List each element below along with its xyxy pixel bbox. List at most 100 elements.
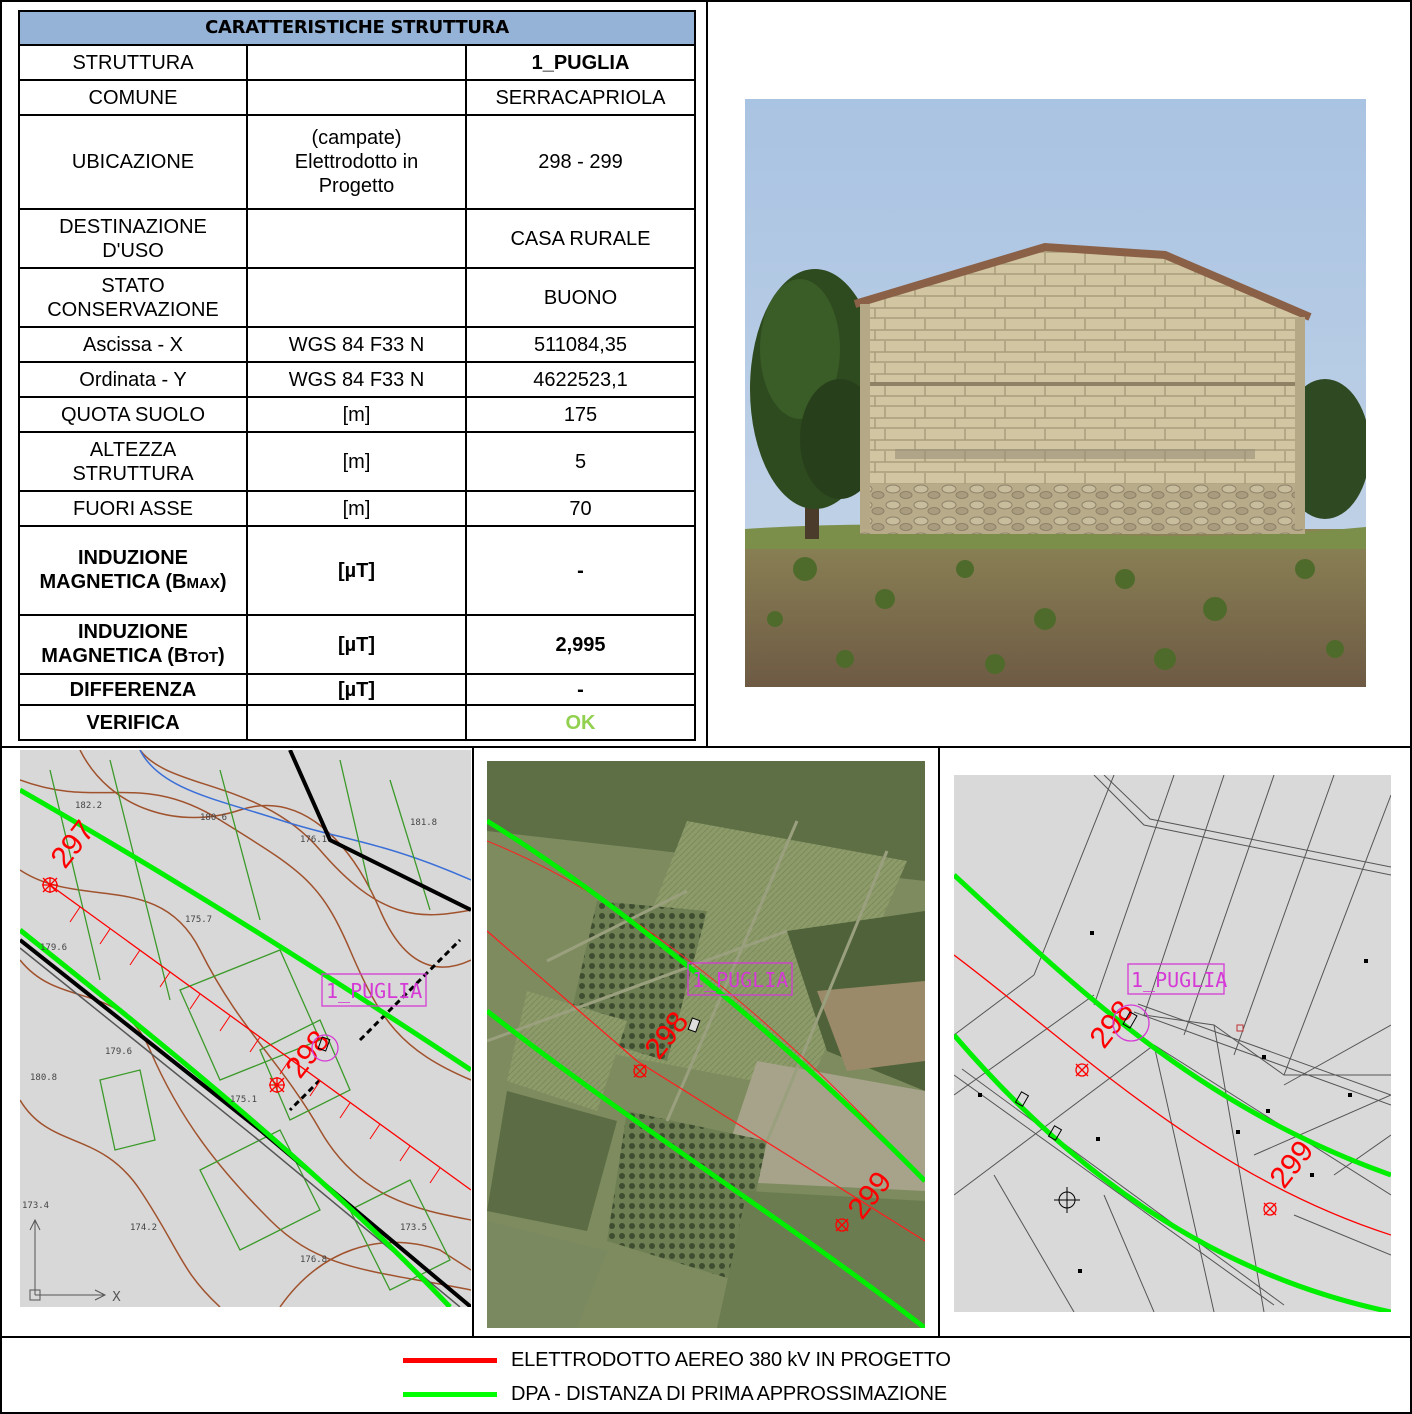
- parcel-boundaries: [954, 775, 1391, 1312]
- table-row: QUOTA SUOLO [m] 175: [18, 396, 696, 433]
- legend-swatch-green: [403, 1391, 497, 1397]
- structure-characteristics-table: CARATTERISTICHE STRUTTURA STRUTTURA 1_PU…: [18, 10, 696, 741]
- legend-swatch-red: [403, 1357, 497, 1363]
- row-unit: (campate) Elettrodotto in Progetto: [246, 114, 467, 210]
- tower-label-297: 297: [45, 815, 102, 875]
- row-unit: [246, 208, 467, 269]
- structure-label: 1_PUGLIA: [1131, 968, 1227, 992]
- aerial-map: 298 299 1_PUGLIA: [487, 761, 925, 1328]
- contour-value: 173.4: [22, 1201, 49, 1211]
- row-unit: [246, 704, 467, 741]
- power-line: [954, 954, 1391, 1236]
- cadastral-map: 298 299 1_PUGLIA: [954, 775, 1391, 1312]
- row-value: -: [465, 673, 696, 706]
- contour-value: 179.6: [105, 1047, 132, 1057]
- structure-photo: [745, 99, 1366, 687]
- power-line: [49, 884, 471, 1191]
- row-label: COMUNE: [18, 79, 248, 116]
- table-row: FUORI ASSE [m] 70: [18, 490, 696, 527]
- legend-panel: [0, 1336, 1412, 1414]
- dpa-line: [20, 787, 471, 1073]
- contour-value: 180.6: [200, 813, 227, 823]
- contour-value: 174.2: [130, 1223, 157, 1233]
- row-unit: [µT]: [246, 673, 467, 706]
- table-row: VERIFICA OK: [18, 704, 696, 741]
- structure-label: 1_PUGLIA: [326, 979, 422, 1003]
- row-value: 5: [465, 431, 696, 492]
- road: [288, 750, 471, 912]
- row-value: 175: [465, 396, 696, 433]
- row-label: INDUZIONE MAGNETICA (BMAX): [18, 525, 248, 616]
- rural-house: [853, 242, 1312, 534]
- row-label-subscript: TOT: [188, 648, 219, 666]
- row-value: 511084,35: [465, 326, 696, 363]
- row-value: 1_PUGLIA: [465, 44, 696, 81]
- axis-icon: [29, 1218, 107, 1301]
- row-label-end: ): [218, 644, 225, 667]
- table-row: DIFFERENZA [µT] -: [18, 673, 696, 706]
- table-row: STRUTTURA 1_PUGLIA: [18, 44, 696, 81]
- row-value: 70: [465, 490, 696, 527]
- contour-value: 176.1: [300, 835, 327, 845]
- row-unit: [246, 44, 467, 81]
- row-label: Ascissa - X: [18, 326, 248, 363]
- row-label: INDUZIONE MAGNETICA (BTOT): [18, 614, 248, 675]
- dpa-line: [954, 873, 1391, 1178]
- table-header-row: CARATTERISTICHE STRUTTURA: [18, 10, 696, 46]
- row-label-main: INDUZIONE MAGNETICA (B: [39, 546, 188, 593]
- row-label-subscript: MAX: [186, 574, 220, 592]
- table-row: DESTINAZIONE D'USO CASA RURALE: [18, 208, 696, 269]
- legend-item-dpa: DPA - DISTANZA DI PRIMA APPROSSIMAZIONE: [403, 1382, 947, 1406]
- verification-status: OK: [465, 704, 696, 741]
- row-label: UBICAZIONE: [18, 114, 248, 210]
- table-row: ALTEZZA STRUTTURA [m] 5: [18, 431, 696, 492]
- row-value: -: [465, 525, 696, 616]
- row-label: FUORI ASSE: [18, 490, 248, 527]
- row-label-main: INDUZIONE MAGNETICA (B: [41, 620, 189, 667]
- row-unit: [µT]: [246, 525, 467, 616]
- row-value: 4622523,1: [465, 361, 696, 398]
- field-boundaries: [49, 759, 451, 1291]
- row-label: DESTINAZIONE D'USO: [18, 208, 248, 269]
- axis-x-label: X: [112, 1290, 121, 1305]
- row-unit: [m]: [246, 396, 467, 433]
- contour-value: 173.5: [400, 1223, 427, 1233]
- row-unit: [m]: [246, 431, 467, 492]
- table-row: UBICAZIONE (campate) Elettrodotto in Pro…: [18, 114, 696, 210]
- structure-label: 1_PUGLIA: [692, 968, 788, 992]
- table-row: INDUZIONE MAGNETICA (BTOT) [µT] 2,995: [18, 614, 696, 675]
- table-row: INDUZIONE MAGNETICA (BMAX) [µT] -: [18, 525, 696, 616]
- row-unit: WGS 84 F33 N: [246, 361, 467, 398]
- dpa-line: [20, 928, 452, 1307]
- row-label: STRUTTURA: [18, 44, 248, 81]
- row-label-end: ): [219, 570, 227, 593]
- legend-label: DPA - DISTANZA DI PRIMA APPROSSIMAZIONE: [511, 1382, 947, 1405]
- power-line: [487, 840, 925, 1182]
- row-label: STATO CONSERVAZIONE: [18, 267, 248, 328]
- structure-marker: [1122, 1011, 1138, 1029]
- contour-value: 182.2: [75, 801, 102, 811]
- row-label: Ordinata - Y: [18, 361, 248, 398]
- table-row: Ascissa - X WGS 84 F33 N 511084,35: [18, 326, 696, 363]
- table-title: CARATTERISTICHE STRUTTURA: [18, 10, 696, 46]
- row-unit: [246, 79, 467, 116]
- row-value: BUONO: [465, 267, 696, 328]
- contour-value: 179.6: [40, 943, 67, 953]
- structure-marker: [687, 1017, 701, 1033]
- row-label: QUOTA SUOLO: [18, 396, 248, 433]
- table-row: STATO CONSERVAZIONE BUONO: [18, 267, 696, 328]
- crosshair-icon: [1054, 1187, 1080, 1213]
- row-unit: [246, 267, 467, 328]
- dpa-line: [487, 1009, 925, 1328]
- topographic-map: 297 298 1_PUGLIA 182.2 180.6 176.1 181.8…: [20, 750, 471, 1307]
- row-value: 298 - 299: [465, 114, 696, 210]
- row-unit: WGS 84 F33 N: [246, 326, 467, 363]
- row-label: VERIFICA: [18, 704, 248, 741]
- contour-value: 181.8: [410, 818, 437, 828]
- structure-marker: [311, 1034, 339, 1062]
- legend-item-power-line: ELETTRODOTTO AEREO 380 kV IN PROGETTO: [403, 1348, 951, 1372]
- contour-value: 175.7: [185, 915, 212, 925]
- dpa-line: [487, 818, 925, 1183]
- row-label: ALTEZZA STRUTTURA: [18, 431, 248, 492]
- row-value: CASA RURALE: [465, 208, 696, 269]
